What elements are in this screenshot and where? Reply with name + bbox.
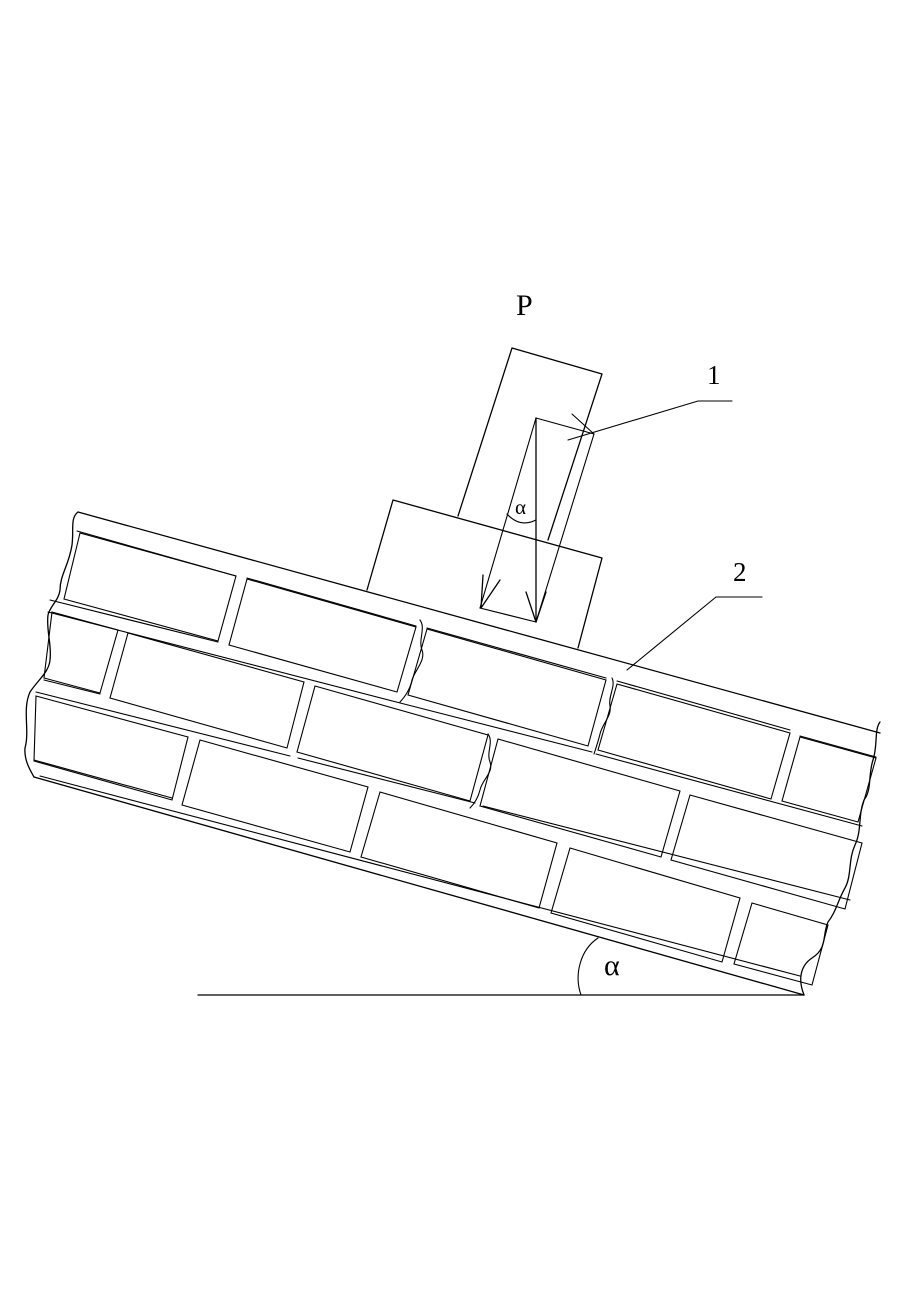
- base-angle-arc: [577, 937, 599, 996]
- mortar-line: [39, 775, 801, 977]
- wall-right-break: [800, 721, 881, 996]
- brick: [407, 628, 607, 747]
- brick: [360, 791, 558, 909]
- base-angle-label: α: [604, 949, 620, 982]
- force-label: P: [516, 289, 533, 322]
- brick: [33, 695, 189, 801]
- brick: [296, 685, 489, 802]
- leader-line-1: [567, 400, 733, 441]
- mortar-line: [407, 704, 593, 753]
- mortar-line: [297, 757, 476, 804]
- normal-force-arrowhead: [480, 574, 501, 609]
- vertical-force-arrowhead: [525, 591, 547, 623]
- brick: [479, 738, 681, 858]
- brick: [781, 736, 877, 823]
- load-block: [366, 347, 603, 649]
- block-base: [366, 499, 603, 649]
- part-1-label: 1: [707, 360, 721, 390]
- brick: [597, 683, 791, 800]
- mortar-line: [43, 679, 101, 695]
- mortar-line: [35, 691, 291, 757]
- crack: [593, 677, 614, 755]
- inner-angle-label: α: [515, 495, 526, 519]
- mortar-line: [482, 805, 851, 901]
- force-parallelogram: [479, 417, 595, 623]
- wall-bottom-edge: [33, 776, 805, 996]
- brick: [670, 794, 863, 910]
- crack: [469, 733, 492, 809]
- brick: [550, 847, 741, 963]
- brick: [109, 632, 305, 749]
- brick: [181, 739, 369, 853]
- force-vectors: [479, 413, 595, 623]
- mortar-line: [799, 735, 877, 758]
- crack: [399, 619, 424, 703]
- brick: [733, 902, 829, 986]
- brick: [43, 611, 119, 694]
- mortar-line: [616, 680, 791, 731]
- mortar-line: [246, 577, 417, 627]
- brick: [228, 578, 417, 693]
- leader-line-2: [626, 596, 763, 671]
- brick: [63, 532, 237, 642]
- mortar-line: [49, 599, 219, 643]
- mortar-line: [595, 753, 863, 827]
- block-stem: [457, 347, 603, 541]
- mortar-line: [33, 759, 173, 799]
- tangential-tick: [571, 413, 595, 435]
- part-2-label: 2: [733, 557, 747, 587]
- mortar-line: [426, 627, 607, 679]
- inner-angle-arc: [506, 513, 537, 524]
- wall-left-break: [24, 511, 79, 778]
- wall-top-edge: [77, 511, 881, 734]
- brick-wall: [24, 511, 881, 996]
